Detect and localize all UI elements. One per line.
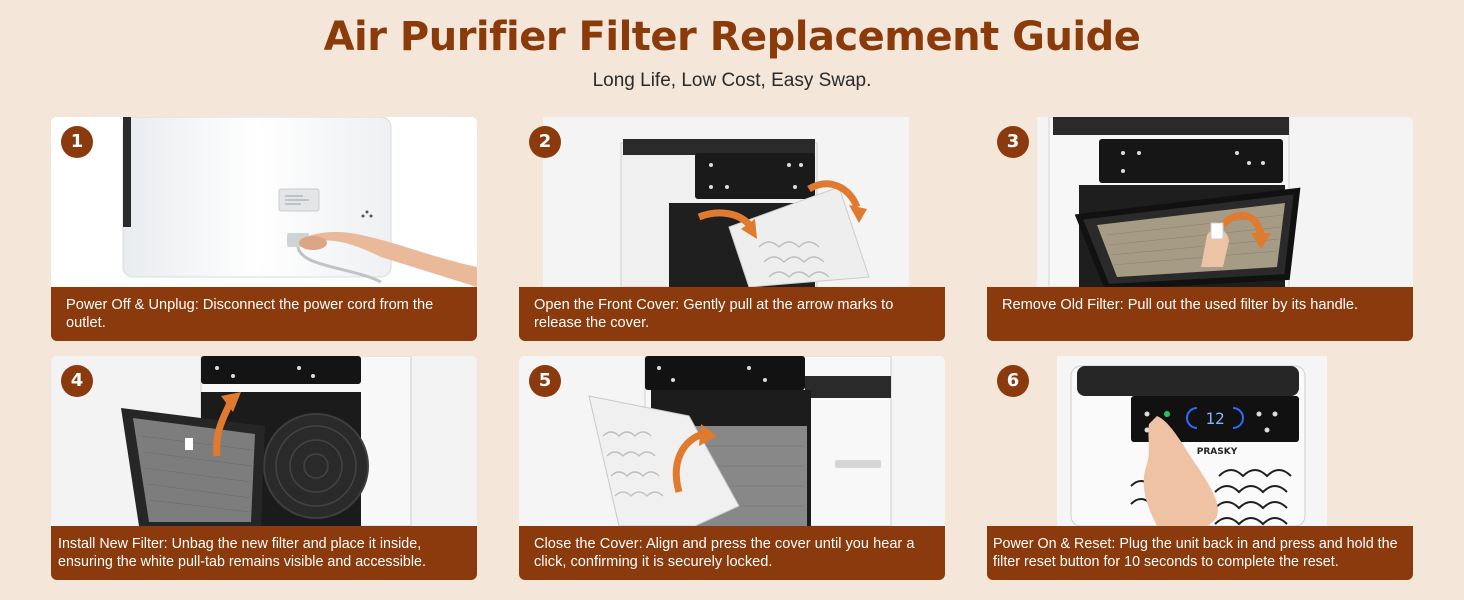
step-number-badge: 3 [997, 126, 1029, 158]
unplug-illustration [51, 117, 477, 287]
step-number-badge: 6 [997, 365, 1029, 397]
step-caption: Power Off & Unplug: Disconnect the power… [51, 287, 477, 341]
step-card-6: 6 12 PRASKY Power On & Reset: Plug the u… [987, 356, 1413, 580]
step-number-badge: 2 [529, 126, 561, 158]
display-readout: 12 [1205, 409, 1224, 428]
step-card-1: 1 Power Off & Unplug: Disconnect the pow… [51, 117, 477, 341]
step-number-badge: 1 [61, 126, 93, 158]
step-number-badge: 5 [529, 365, 561, 397]
remove-filter-illustration [987, 117, 1413, 287]
reset-illustration: 12 PRASKY [987, 356, 1413, 526]
step-card-3: 3 Remove Old Filter: Pull out the used f… [987, 117, 1413, 341]
step-caption: Install New Filter: Unbag the new filter… [51, 526, 477, 580]
page-subtitle: Long Life, Low Cost, Easy Swap. [592, 70, 872, 91]
step-number-badge: 4 [61, 365, 93, 397]
step-card-2: 2 Open the Front Cover: Gently pull at t… [519, 117, 945, 341]
step-card-5: 5 Close the Cover: Align and press the c… [519, 356, 945, 580]
brand-label: PRASKY [1197, 447, 1238, 457]
open-cover-illustration [519, 117, 945, 287]
install-filter-illustration [51, 356, 477, 526]
page-title: Air Purifier Filter Replacement Guide [323, 14, 1141, 60]
step-caption: Power On & Reset: Plug the unit back in … [987, 526, 1413, 580]
step-caption: Remove Old Filter: Pull out the used fil… [987, 287, 1413, 341]
step-card-4: 4 Install New Filter: Unbag the new filt… [51, 356, 477, 580]
step-caption: Close the Cover: Align and press the cov… [519, 526, 945, 580]
step-caption: Open the Front Cover: Gently pull at the… [519, 287, 945, 341]
close-cover-illustration [519, 356, 945, 526]
